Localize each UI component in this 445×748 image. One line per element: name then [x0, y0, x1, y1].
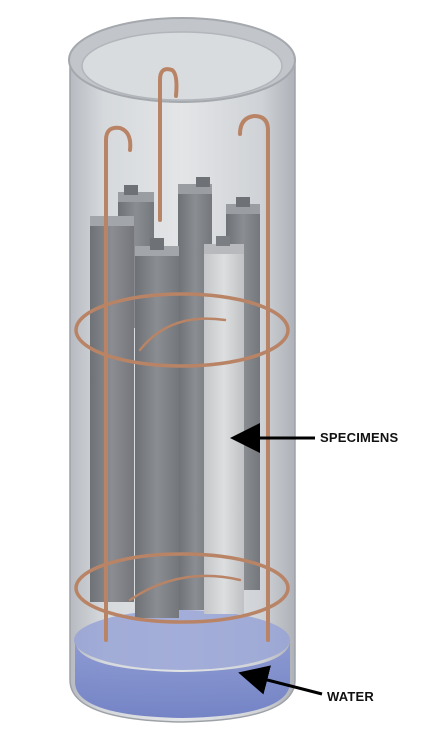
specimens-label: SPECIMENS	[320, 430, 399, 445]
specimen-bars	[90, 177, 260, 618]
water-arrow	[238, 665, 323, 696]
water-pool	[74, 610, 290, 718]
specimen-bar	[135, 252, 179, 618]
copper-support-frame	[74, 67, 290, 642]
specimen-bar	[90, 222, 134, 602]
water-label: WATER	[327, 689, 374, 704]
